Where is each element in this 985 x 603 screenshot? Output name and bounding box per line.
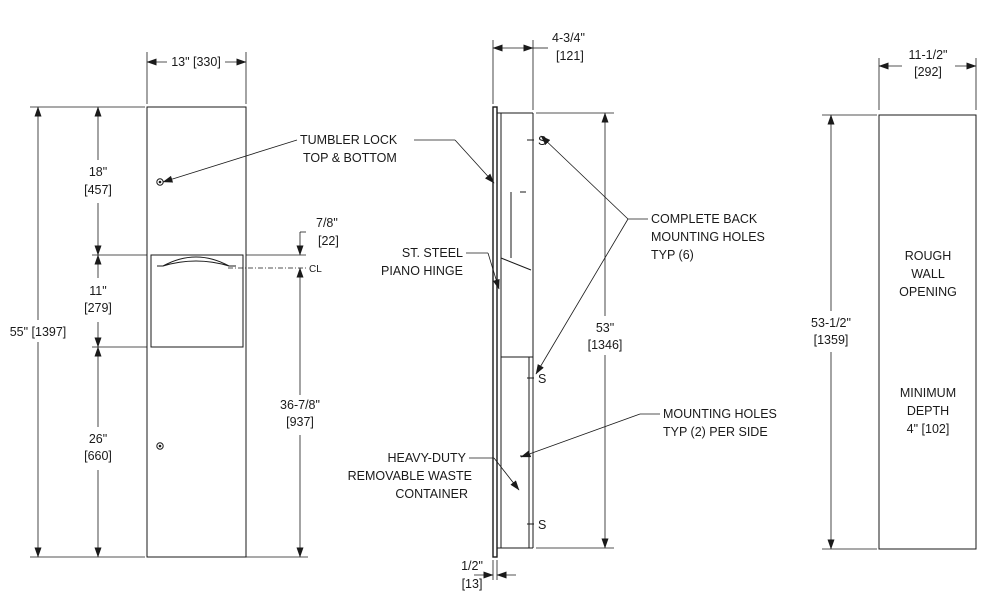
side-height-dimension: 53" [1346] [536,112,623,549]
piano-hinge-callout-line2: PIANO HINGE [381,264,463,278]
top-tumbler-lock-icon [156,178,164,186]
rough-opening-label-line1: ROUGH [905,249,952,263]
rough-opening-width-dimension: 11-1/2" [292] [878,48,977,110]
callouts: TUMBLER LOCK TOP & BOTTOM ST. STEEL PIAN… [162,133,777,501]
front-width-label: 13" [330] [171,55,221,69]
minimum-depth-line3: 4" [102] [907,422,950,436]
side-depth-label-metric: [121] [556,49,584,63]
top-section-height-metric: [457] [84,183,112,197]
rough-opening-height-dimension: 53-1/2" [1359] [811,114,877,550]
side-flange [492,106,498,558]
waste-callout-line3: CONTAINER [395,487,468,501]
rough-opening-label-line3: OPENING [899,285,957,299]
rough-opening-outline [878,114,977,550]
rough-width-label-metric: [292] [914,65,942,79]
overall-height-dimension: 55" [1397] [10,106,145,558]
rough-height-label: 53-1/2" [811,316,851,330]
bottom-section-height: 26" [89,432,107,446]
centerline-dimensions: 7/8" [22] CL 36-7/8" [937] [228,216,339,558]
flange-dimension-label-metric: [13] [462,577,483,591]
side-depth-label: 4-3/4" [552,31,585,45]
waste-callout-line1: HEAVY-DUTY [388,451,467,465]
piano-hinge-callout-line1: ST. STEEL [402,246,463,260]
side-view: S S S 4-3/4" [121] 53" [1346] 1/2" [461,31,622,591]
waste-callout-line2: REMOVABLE WASTE [348,469,472,483]
towel-dispenser-opening [150,254,244,348]
flange-thickness-dimension: 1/2" [13] [461,559,516,591]
tumbler-lock-callout-line2: TOP & BOTTOM [303,151,397,165]
minimum-depth-line1: MINIMUM [900,386,956,400]
screw-label-bottom: S [538,518,546,532]
mid-section-height-metric: [279] [84,301,112,315]
side-holes-callout-line2: TYP (2) PER SIDE [663,425,768,439]
side-depth-dimension: 4-3/4" [121] [492,31,585,110]
side-height-label: 53" [596,321,614,335]
stacked-height-dimensions: 18" [457] 11" [279] 26" [660] [84,106,147,558]
front-view: 13" [330] 55" [1397] 18" [457] 11" [279]… [10,52,339,558]
rough-opening-label-line2: WALL [911,267,945,281]
tumbler-lock-callout-line1: TUMBLER LOCK [300,133,398,147]
offset-dimension: 7/8" [316,216,338,230]
front-cabinet-outline [146,106,247,558]
mid-section-height: 11" [89,284,106,298]
towel-chute [500,192,532,271]
center-height-dimension: 36-7/8" [280,398,320,412]
back-holes-callout-line2: MOUNTING HOLES [651,230,765,244]
screw-label-top: S [538,134,546,148]
side-holes-callout-line1: MOUNTING HOLES [663,407,777,421]
flange-dimension-label: 1/2" [461,559,483,573]
rough-opening-view: 11-1/2" [292] 53-1/2" [1359] ROUGH WALL … [811,48,977,550]
rough-width-label: 11-1/2" [909,48,948,62]
top-section-height: 18" [89,165,107,179]
bottom-section-height-metric: [660] [84,449,112,463]
screw-label-middle: S [538,372,546,386]
side-height-label-metric: [1346] [588,338,623,352]
rough-height-label-metric: [1359] [814,333,849,347]
overall-height-label: 55" [1397] [10,325,67,339]
centerline-symbol: CL [309,264,322,275]
dispenser-grab-handle [157,256,236,267]
offset-dimension-metric: [22] [318,234,339,248]
back-holes-callout-line3: TYP (6) [651,248,694,262]
center-height-dimension-metric: [937] [286,415,314,429]
minimum-depth-line2: DEPTH [907,404,949,418]
front-width-dimension: 13" [330] [146,52,247,104]
back-holes-callout-line1: COMPLETE BACK [651,212,758,226]
bottom-tumbler-lock-icon [156,442,164,450]
